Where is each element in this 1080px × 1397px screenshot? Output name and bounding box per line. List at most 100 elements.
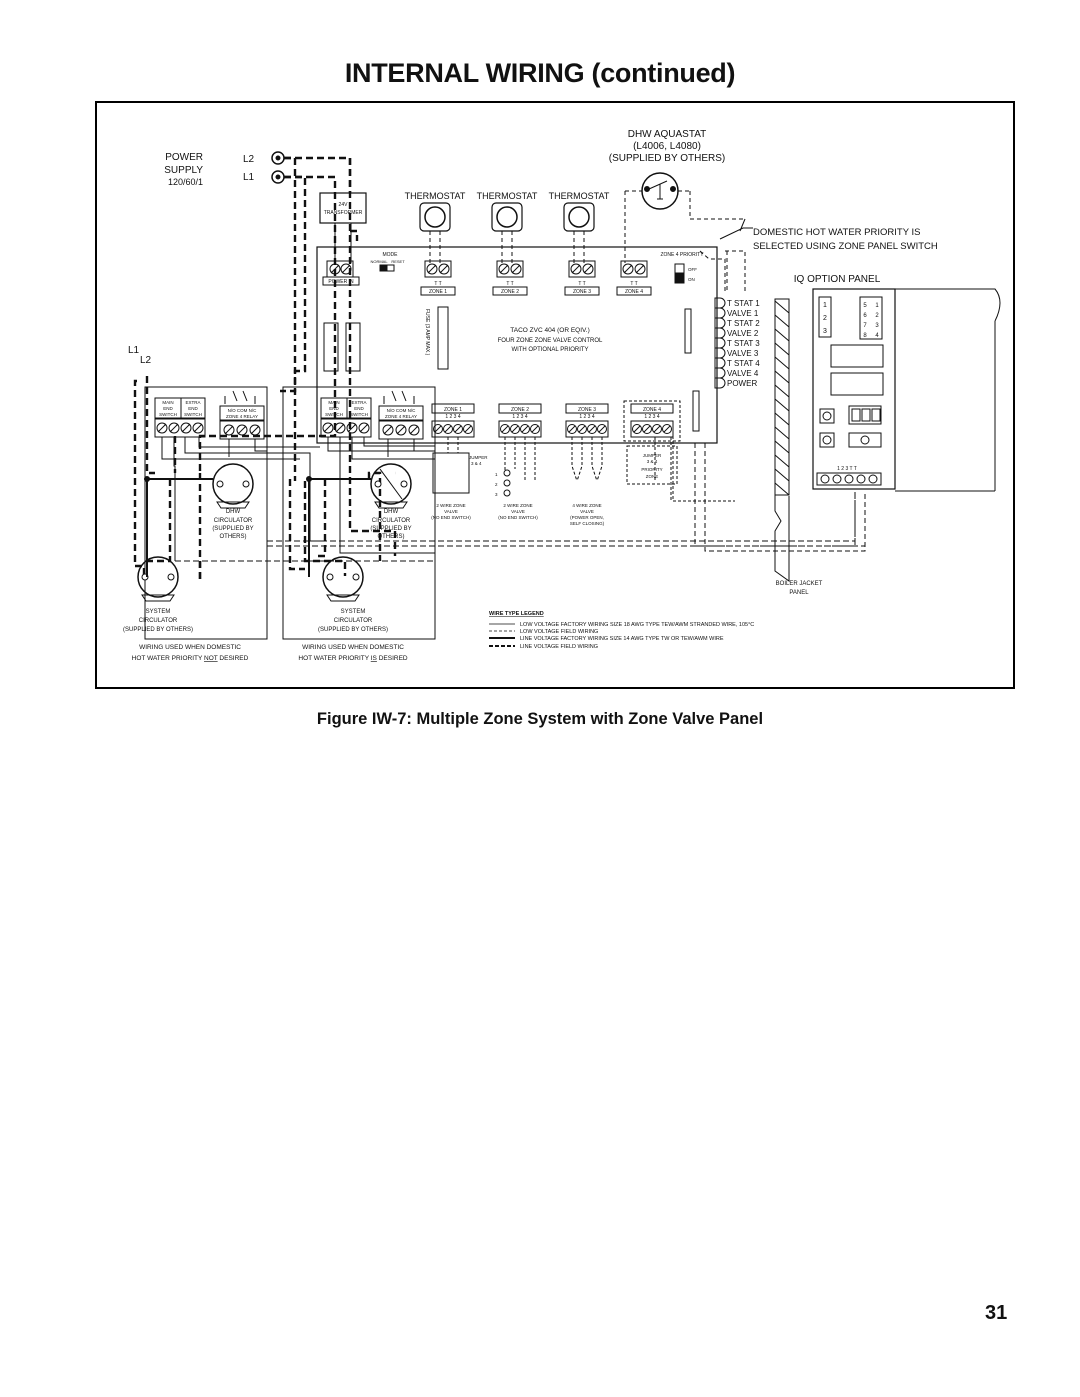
svg-text:MAIN: MAIN [162, 400, 173, 405]
svg-text:EXTRA: EXTRA [185, 400, 200, 405]
line-voltage-field-wires [133, 156, 397, 581]
z3-valve-l2: VALVE [580, 509, 594, 514]
thermostat-1 [419, 202, 451, 232]
iq-terminals-label: 1 2 3 T T [837, 466, 857, 472]
zone-4-tt: T T [630, 281, 637, 287]
z1-valve-l2: VALVE [444, 509, 458, 514]
zone-3-bottom-label: ZONE 3 [578, 407, 596, 413]
svg-text:5: 5 [863, 303, 867, 309]
aquastat-line3: (SUPPLIED BY OTHERS) [609, 153, 726, 164]
aquastat-line1: DHW AQUASTAT [628, 129, 707, 140]
mode-label: MODE [383, 252, 399, 258]
jacket-label-1: BOILER JACKET [776, 581, 823, 587]
z3-valve-l1: 4 WIRE ZONE [572, 503, 601, 508]
panel-connector-2 [692, 390, 700, 432]
svg-text:END: END [163, 406, 173, 411]
priority-note: DOMESTIC HOT WATER PRIORITY IS SELECTED … [719, 227, 938, 252]
z1-valve-l1: 2 WIRE ZONE [436, 503, 465, 508]
svg-text:CIRCULATOR: CIRCULATOR [372, 518, 411, 524]
diagram-frame [95, 101, 1015, 689]
legend-item-3: LINE VOLTAGE FACTORY WIRING SIZE 14 AWG … [520, 636, 724, 642]
model-line2: FOUR ZONE ZONE VALVE CONTROL [498, 338, 603, 344]
conn-valve3: VALVE 3 [727, 349, 759, 358]
l2-label: L2 [243, 154, 255, 165]
svg-text:2: 2 [875, 313, 879, 319]
svg-text:ZONE 4 RELAY: ZONE 4 RELAY [385, 414, 417, 419]
svg-text:SYSTEM: SYSTEM [341, 609, 366, 615]
z2-valve-l1: 2 WIRE ZONE [503, 503, 532, 508]
wire-type-legend: WIRE TYPE LEGEND LOW VOLTAGE FACTORY WIR… [489, 611, 754, 650]
l2-terminal-dot [275, 155, 281, 161]
power-in-label: POWER IN [328, 279, 354, 285]
svg-text:3: 3 [823, 328, 827, 335]
zone-1-bottom-label: ZONE 1 [444, 407, 462, 413]
svg-text:SWITCH: SWITCH [350, 412, 368, 417]
zone4-priority-label: ZONE 4 PRIORITY [660, 252, 704, 258]
left-dhw-circulator [212, 463, 254, 505]
svg-text:8: 8 [863, 333, 867, 339]
z3-valve-l4: SELF CLOSING) [570, 521, 605, 526]
zone-valve-panel: MODE NORMAL RESET ZONE 4 PRIORITY OFF ON… [316, 246, 718, 444]
svg-text:(SUPPLIED BY: (SUPPLIED BY [212, 526, 253, 532]
thermostat-1-label: THERMOSTAT [405, 191, 466, 201]
zone-2-top-label: ZONE 2 [501, 289, 519, 295]
svg-text:ZONE 4 RELAY: ZONE 4 RELAY [226, 414, 258, 419]
svg-text:1: 1 [823, 302, 827, 309]
svg-text:1: 1 [495, 472, 498, 477]
z2-valve-l2: VALVE [511, 509, 525, 514]
z1-jumper: JUMPER [469, 455, 488, 460]
power-label: POWER [165, 152, 203, 163]
svg-text:END: END [354, 406, 364, 411]
z4-priority-1: PRIORITY [641, 467, 662, 472]
zone-1-tt: T T [434, 281, 441, 287]
zone-3-tstat-terminal: T T ZONE 3 [564, 260, 600, 296]
svg-text:2: 2 [823, 315, 827, 322]
z1-valve-l3: (NO END SWITCH) [431, 515, 471, 520]
zone-2-tstat-terminal: T T ZONE 2 [492, 260, 528, 296]
z1-jumper-34: 3 & 4 [471, 461, 482, 466]
right-note-line2: HOT WATER PRIORITY IS DESIRED [298, 655, 408, 662]
zone-4-bottom-label: ZONE 4 [643, 407, 661, 413]
relay-2 [345, 322, 361, 372]
legend-item-2: LOW VOLTAGE FIELD WIRING [520, 629, 598, 635]
zone-4-tstat-terminal: T T ZONE 4 [616, 260, 652, 296]
power-in-terminal: POWER IN [322, 260, 360, 286]
zone-2-tt: T T [506, 281, 513, 287]
zone-valves: 2 WIRE ZONE VALVE (NO END SWITCH) JUMPER… [431, 437, 678, 526]
svg-text:6: 6 [863, 313, 867, 319]
svg-text:EXTRA: EXTRA [351, 400, 366, 405]
transformer-line1: 24V [339, 202, 349, 208]
l1-terminal-dot [275, 174, 281, 180]
priority-note-line2: SELECTED USING ZONE PANEL SWITCH [753, 241, 938, 252]
svg-text:(SUPPLIED BY: (SUPPLIED BY [370, 526, 411, 532]
page-number: 31 [985, 1302, 1008, 1324]
svg-text:(SUPPLIED BY OTHERS): (SUPPLIED BY OTHERS) [123, 627, 193, 633]
conn-valve1: VALVE 1 [727, 309, 759, 318]
left-wiring-group: L1 L2 MAIN END SWITCH EXTRA END SWITCH N… [123, 345, 325, 662]
svg-text:END: END [329, 406, 339, 411]
conn-tstat2: T STAT 2 [727, 319, 760, 328]
conn-tstat4: T STAT 4 [727, 359, 760, 368]
relay-1 [323, 322, 339, 372]
zone-3-term-nums: 1 2 3 4 [579, 414, 595, 420]
priority-note-line1: DOMESTIC HOT WATER PRIORITY IS [753, 227, 921, 238]
svg-text:1: 1 [875, 303, 879, 309]
right-dhw-circulator [370, 463, 412, 505]
svg-text:2: 2 [495, 482, 498, 487]
svg-text:DHW: DHW [384, 509, 399, 515]
conn-tstat3: T STAT 3 [727, 339, 760, 348]
svg-text:END: END [188, 406, 198, 411]
z3-valve-l3: (POWER OPEN, [570, 515, 604, 520]
dhw-aquastat: DHW AQUASTAT (L4006, L4080) (SUPPLIED BY… [609, 129, 746, 263]
panel-harness-connector: T STAT 1 VALVE 1 T STAT 2 VALVE 2 T STAT… [714, 297, 760, 389]
iq-option-panel: IQ OPTION PANEL 1 2 3 5 6 7 8 1 2 3 4 [794, 274, 1001, 492]
svg-text:N/O COM N/C: N/O COM N/C [228, 408, 257, 413]
svg-text:3: 3 [875, 323, 879, 329]
zone-2-valve-terminal: ZONE 2 1 2 3 4 [498, 403, 542, 438]
zone-4-priority-box [623, 400, 681, 442]
svg-text:CIRCULATOR: CIRCULATOR [214, 518, 253, 524]
model-line1: TACO ZVC 404 (OR EQIV.) [510, 327, 589, 334]
svg-text:SWITCH: SWITCH [325, 412, 343, 417]
svg-text:DHW: DHW [226, 509, 241, 515]
zone-2-bottom-label: ZONE 2 [511, 407, 529, 413]
